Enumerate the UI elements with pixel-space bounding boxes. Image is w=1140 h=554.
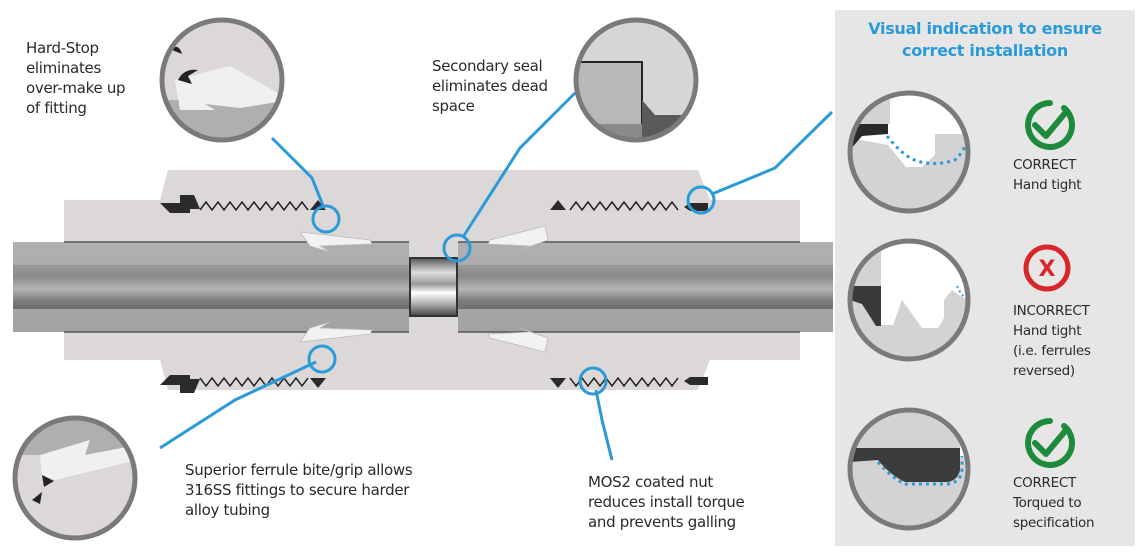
callout-secondary-seal: Secondary seal eliminates dead space	[432, 56, 548, 116]
state-correct-hand-tight-lens	[847, 90, 971, 214]
left-tube-bore	[13, 265, 409, 309]
thread-seals	[160, 195, 708, 393]
ferrule-left-bottom	[299, 321, 373, 343]
callout-line: eliminates	[26, 59, 101, 77]
ferrules	[299, 225, 549, 353]
thread-right-bottom	[569, 376, 679, 388]
callout-line: alloy tubing	[185, 501, 270, 519]
check-circle-icon	[1025, 100, 1076, 150]
state-incorrect-hand-tight: INCORRECT Hand tight (i.e. ferrules reve…	[1013, 301, 1091, 381]
state-correct-torqued: CORRECT Torqued to specification	[1013, 473, 1095, 533]
x-circle-icon: X	[1023, 244, 1071, 292]
status-detail: Hand tight	[1013, 177, 1082, 193]
leader-hard-stop	[270, 136, 326, 209]
target-secondary-seal	[442, 233, 472, 263]
status-label: INCORRECT	[1013, 303, 1090, 319]
callout-mos2-nut: MOS2 coated nut reduces install torque a…	[588, 472, 745, 532]
callout-line: reduces install torque	[588, 493, 745, 511]
leader-lines	[159, 91, 834, 461]
status-detail: reversed)	[1013, 363, 1075, 379]
leader-mos2-nut	[594, 389, 614, 461]
thread-right-top	[569, 200, 679, 212]
target-ferrule-bite	[307, 344, 337, 374]
right-tube-bore	[458, 265, 833, 309]
panel-title-line: correct installation	[902, 41, 1068, 60]
status-detail: Hand tight	[1013, 323, 1082, 339]
callout-targets	[307, 185, 716, 396]
thread-left-bottom	[199, 376, 309, 388]
target-mos2-nut	[578, 366, 608, 396]
status-detail: specification	[1013, 515, 1095, 531]
callout-line: and prevents galling	[588, 513, 736, 531]
panel-title-line: Visual indication to ensure	[868, 19, 1102, 38]
panel-title: Visual indication to ensure correct inst…	[835, 18, 1135, 62]
state-correct-hand-tight: CORRECT Hand tight	[1013, 155, 1082, 195]
threads	[199, 200, 679, 388]
status-detail: (i.e. ferrules	[1013, 343, 1091, 359]
callout-line: Hard-Stop	[26, 39, 99, 57]
status-label: CORRECT	[1013, 157, 1076, 173]
tubing	[13, 241, 833, 333]
callout-hard-stop: Hard-Stop eliminates over-make up of fit…	[26, 38, 126, 118]
leader-correct-indicator	[711, 110, 834, 196]
callout-line: of fitting	[26, 99, 87, 117]
leader-ferrule-bite	[159, 360, 317, 450]
target-correct-indicator	[686, 185, 716, 215]
callout-line: Superior ferrule bite/grip allows	[185, 461, 413, 479]
ferrule-right-bottom	[487, 327, 549, 353]
callout-line: space	[432, 97, 475, 115]
magnifier-ferrule-bite	[12, 415, 138, 541]
leader-secondary-seal	[461, 91, 577, 238]
callout-line: MOS2 coated nut	[588, 473, 713, 491]
check-circle-icon	[1025, 418, 1076, 468]
state-correct-torqued-lens	[847, 407, 971, 531]
ferrule-left-top	[299, 231, 373, 253]
svg-text:X: X	[1039, 257, 1056, 282]
callout-ferrule-bite: Superior ferrule bite/grip allows 316SS …	[185, 460, 413, 520]
callout-line: eliminates dead	[432, 77, 548, 95]
callout-line: over-make up	[26, 79, 126, 97]
state-incorrect-lens	[847, 238, 971, 362]
magnifier-secondary-seal	[573, 17, 699, 143]
ferrule-right-top	[487, 225, 549, 251]
center-bore	[409, 257, 458, 317]
status-label: CORRECT	[1013, 475, 1076, 491]
callout-line: Secondary seal	[432, 57, 543, 75]
callout-line: 316SS fittings to secure harder	[185, 481, 410, 499]
target-hard-stop	[311, 204, 341, 234]
thread-left-top	[199, 200, 309, 212]
status-detail: Torqued to	[1013, 495, 1082, 511]
magnifier-hard-stop	[159, 17, 285, 143]
